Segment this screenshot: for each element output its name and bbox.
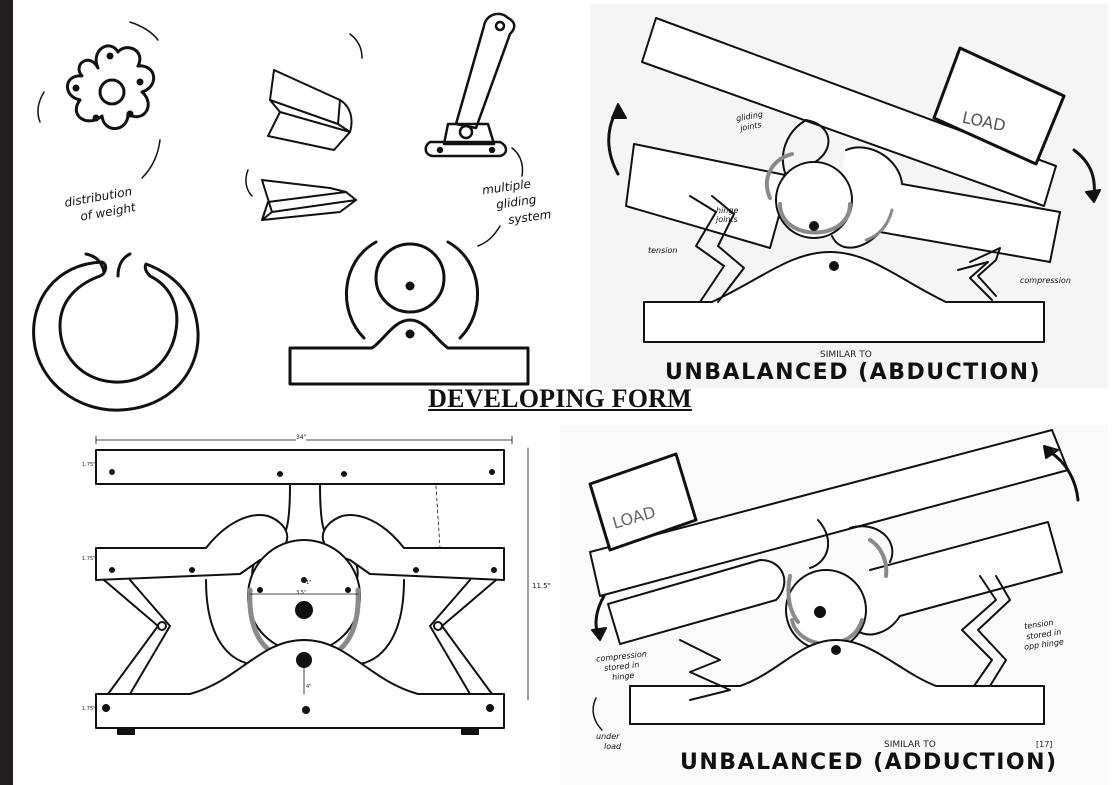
dim-circle-outer: 3.5" <box>296 590 307 596</box>
label-hinge-joints-1: hinge <box>716 206 739 215</box>
dim-base-thick: 1.75" <box>82 706 96 712</box>
dim-post: 4" <box>306 684 312 690</box>
lever-sketch <box>424 12 524 247</box>
adduction-diagram <box>588 429 1080 731</box>
abduction-diagram <box>607 17 1101 343</box>
left-border-bar <box>0 0 13 785</box>
technical-drawing <box>95 435 529 735</box>
caption-sub-bottom: SIMILAR TO <box>884 740 936 750</box>
dim-top-thick: 1.75" <box>82 462 96 468</box>
flower-sketch <box>37 21 161 179</box>
dim-circle-inner: 1" <box>306 580 312 586</box>
dim-mid-thick: 1.75" <box>82 556 96 562</box>
label-compression: compression <box>1020 276 1071 285</box>
page-number: [17] <box>1036 740 1053 749</box>
label-hinge-joints-2: joints <box>716 215 738 224</box>
hinge-sketch-bottom <box>245 169 357 221</box>
dim-height: 11.5" <box>532 582 551 590</box>
label-under-load-2: load <box>604 742 622 751</box>
dim-width: 34" <box>296 434 307 441</box>
label-under-load-1: under <box>596 732 620 741</box>
hinge-sketch-top <box>267 33 363 151</box>
caption-abduction: UNBALANCED (ABDUCTION) <box>665 360 1042 385</box>
caption-adduction: UNBALANCED (ADDUCTION) <box>680 750 1058 775</box>
caption-sub-top: SIMILAR TO <box>820 350 872 360</box>
ball-socket-sketch <box>288 240 530 386</box>
label-tension: tension <box>648 246 678 255</box>
page-title: DEVELOPING FORM <box>428 384 692 413</box>
c-shape-sketch <box>32 252 200 412</box>
